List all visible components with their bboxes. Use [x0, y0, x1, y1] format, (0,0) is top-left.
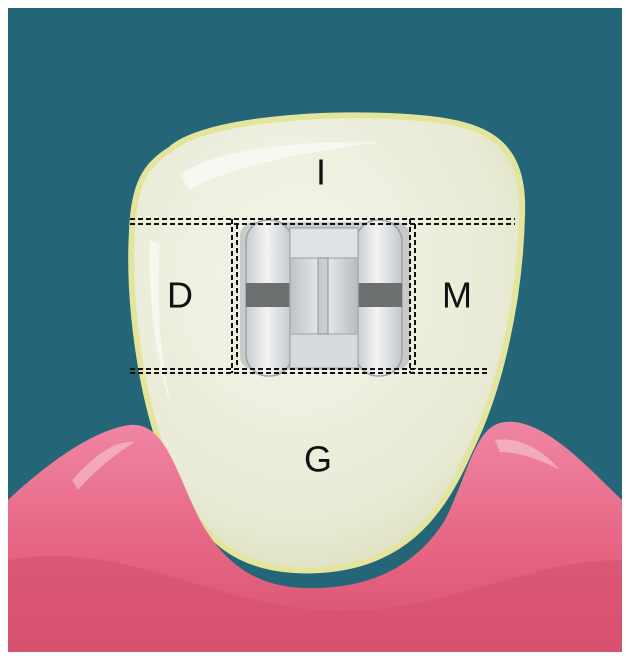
- label-distal: D: [167, 275, 193, 316]
- label-gingival: G: [304, 439, 332, 480]
- archwire-slot-right: [356, 283, 402, 307]
- label-mesial: M: [442, 275, 472, 316]
- label-incisal: I: [316, 152, 326, 193]
- bracket-vertical-slot: [318, 258, 328, 334]
- bracket-body-bottom: [290, 334, 358, 368]
- bracket-body-top: [290, 228, 358, 258]
- archwire-slot-left: [246, 283, 292, 307]
